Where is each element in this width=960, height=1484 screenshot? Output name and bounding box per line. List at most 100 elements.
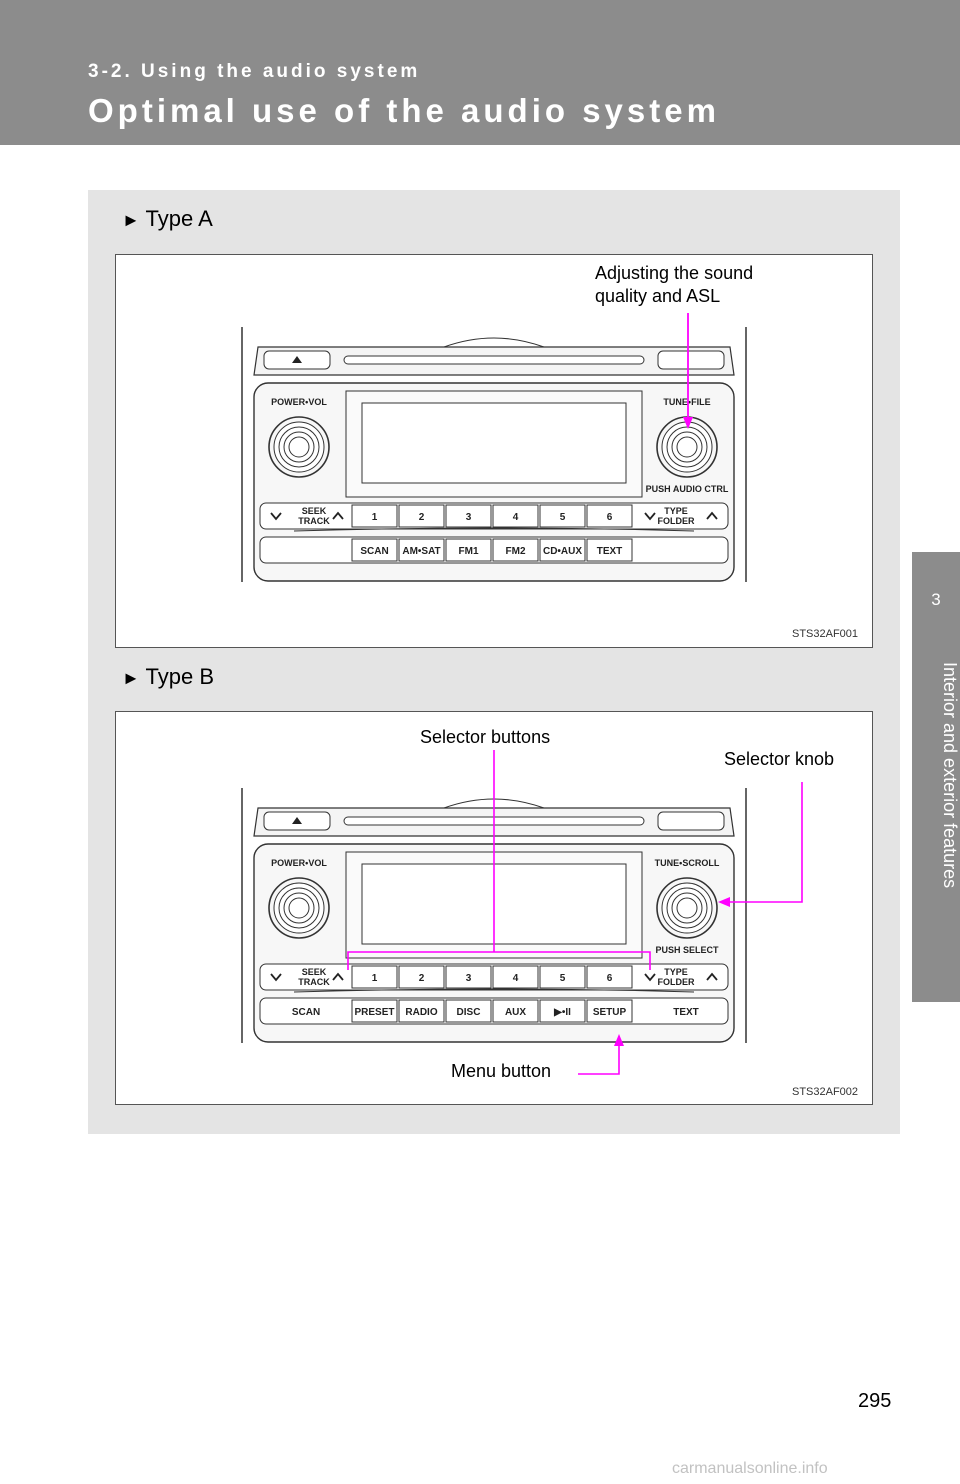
- bottom-label-1: AM•SAT: [402, 546, 440, 557]
- callout-sound-quality: Adjusting the sound quality and ASL: [595, 262, 753, 308]
- bottom-button-5: [586, 538, 633, 562]
- type-label: TYPE: [664, 506, 688, 516]
- bottom-label-3: AUX: [505, 1007, 526, 1018]
- preset-button-5: [539, 965, 586, 989]
- preset-label-2: 2: [419, 512, 425, 523]
- folder-label: FOLDER: [658, 516, 695, 526]
- scan-label: SCAN: [292, 1007, 320, 1018]
- preset-button-3: [445, 504, 492, 528]
- preset-label-2: 2: [419, 973, 425, 984]
- callout-line-selector-knob: [728, 782, 803, 903]
- preset-button-2: [398, 965, 445, 989]
- callout-arrow-menu: [614, 1034, 624, 1046]
- preset-button-5: [539, 504, 586, 528]
- preset-button-1: [351, 504, 398, 528]
- callout-sound-quality-line1: Adjusting the sound: [595, 263, 754, 283]
- power-vol-knob: [268, 877, 330, 939]
- bottom-button-0: [351, 538, 398, 562]
- bottom-button-1: [398, 538, 445, 562]
- bottom-label-5: SETUP: [593, 1007, 627, 1018]
- type-label: TYPE: [664, 967, 688, 977]
- bottom-button-4: [539, 538, 586, 562]
- seek-up-icon: [332, 511, 344, 520]
- chapter-tab[interactable]: 3 Interior and exterior features: [912, 552, 960, 1002]
- bottom-button-1: [398, 999, 445, 1023]
- page-title: Optimal use of the audio system: [88, 92, 720, 129]
- bottom-button-3: [492, 538, 539, 562]
- bottom-button-5: [586, 999, 633, 1023]
- type-a-radio-illustration: POWER•VOL TUNE•FILE PUSH AUDIO CTRL SEEKTRA…: [241, 313, 747, 582]
- bottom-label-0: PRESET: [354, 1007, 394, 1018]
- bottom-button-3: [492, 999, 539, 1023]
- callout-line-menu: [578, 1040, 620, 1075]
- callout-selector-buttons: Selector buttons: [420, 727, 551, 747]
- preset-label-3: 3: [466, 512, 472, 523]
- seek-label: SEEK: [302, 506, 327, 516]
- selector-buttons-bracket: [347, 951, 651, 970]
- callout-arrow-sound: [683, 417, 693, 429]
- preset-label-4: 4: [513, 512, 519, 523]
- callout-sound-quality-line2: quality and ASL: [595, 286, 721, 306]
- seek-up-icon: [332, 972, 344, 981]
- tune-knob: [656, 416, 718, 478]
- bottom-label-5: TEXT: [597, 546, 623, 557]
- triangle-icon: ►: [122, 210, 140, 230]
- callout-menu-button: Menu button: [451, 1061, 552, 1081]
- bottom-button-4: [539, 999, 586, 1023]
- bottom-button-0: [351, 999, 398, 1023]
- tune-knob-label: TUNE•FILE: [663, 397, 710, 407]
- preset-label-5: 5: [560, 973, 566, 984]
- bottom-button-2: [445, 538, 492, 562]
- preset-label-4: 4: [513, 973, 519, 984]
- eject-icon: [292, 817, 302, 824]
- power-vol-label: POWER•VOL: [271, 858, 327, 868]
- bottom-label-1: RADIO: [405, 1007, 437, 1018]
- preset-button-6: [586, 965, 633, 989]
- preset-label-1: 1: [372, 973, 378, 984]
- preset-button-2: [398, 504, 445, 528]
- preset-label-5: 5: [560, 512, 566, 523]
- slot-right-cap: [657, 811, 725, 831]
- folder-label: FOLDER: [658, 977, 695, 987]
- figure-id-b: STS32AF002: [792, 1086, 859, 1098]
- power-vol-label: POWER•VOL: [271, 397, 327, 407]
- triangle-icon: ►: [122, 668, 140, 688]
- seek-label: SEEK: [302, 967, 327, 977]
- seek-down-icon: [270, 512, 282, 521]
- preset-label-3: 3: [466, 973, 472, 984]
- type-b-label: ► Type B: [122, 664, 214, 690]
- cd-slot: [343, 355, 645, 365]
- tune-knob: [656, 877, 718, 939]
- callout-arrow-selector-knob: [718, 897, 730, 907]
- folder-down-icon: [644, 973, 656, 982]
- page-header: 3-2. Using the audio system Optimal use …: [0, 0, 960, 145]
- tune-knob-sublabel: PUSH SELECT: [655, 945, 719, 955]
- figure-id-a: STS32AF001: [792, 628, 859, 640]
- bottom-label-3: FM2: [506, 546, 526, 557]
- bottom-label-0: SCAN: [360, 546, 388, 557]
- tune-knob-sublabel: PUSH AUDIO CTRL: [646, 484, 729, 494]
- preset-button-4: [492, 965, 539, 989]
- text-label: TEXT: [673, 1007, 699, 1018]
- page-number: 295: [858, 1390, 892, 1412]
- display-screen: [361, 402, 627, 484]
- track-label: TRACK: [298, 516, 330, 526]
- folder-up-icon: [706, 511, 718, 520]
- type-a-label: ► Type A: [122, 206, 213, 232]
- callout-selector-knob: Selector knob: [724, 749, 835, 769]
- preset-button-3: [445, 965, 492, 989]
- track-label: TRACK: [298, 977, 330, 987]
- chapter-number: 3: [931, 590, 941, 609]
- bottom-label-2: FM1: [459, 546, 479, 557]
- bottom-arc: [293, 527, 695, 532]
- preset-label-6: 6: [607, 973, 613, 984]
- preset-button-4: [492, 504, 539, 528]
- bottom-label-4: ▶•II: [553, 1007, 571, 1018]
- type-a-text: Type A: [145, 206, 213, 231]
- seek-down-icon: [270, 973, 282, 982]
- section-heading: 3-2. Using the audio system: [88, 61, 421, 82]
- watermark: carmanualsonline.info: [672, 1460, 828, 1477]
